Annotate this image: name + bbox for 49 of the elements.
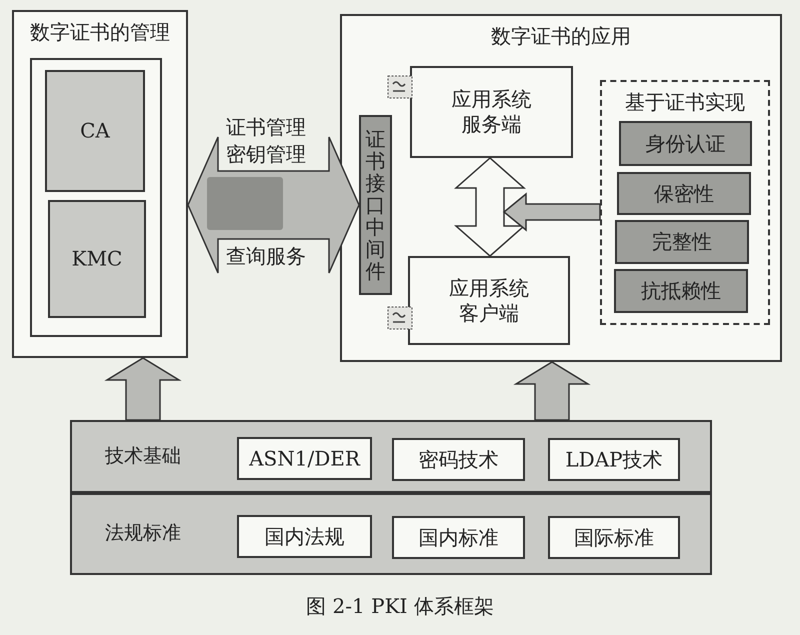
node-label: 国内标准 [418, 525, 498, 550]
group-title: 数字证书的应用 [490, 24, 632, 49]
group-box [12, 10, 188, 358]
double-block-arrow [454, 157, 526, 257]
node-label: 应用系统客户端 [449, 276, 529, 326]
node-label: 法规标准 [105, 522, 181, 546]
middleware-box [359, 115, 392, 295]
figure-caption: 图 2-1 PKI 体系框架 [305, 593, 495, 620]
block-arrow [502, 192, 601, 232]
block-arrow [513, 361, 591, 421]
process-box [619, 121, 752, 166]
group-title: 基于证书实现 [624, 90, 746, 115]
node-label: 身份认证 [646, 131, 726, 156]
process-box [408, 256, 570, 345]
node-label: LDAP技术 [565, 447, 663, 472]
group-box [600, 80, 770, 325]
arrow-label: 密钥管理 [226, 141, 306, 168]
process-box [48, 200, 146, 318]
layer-band [70, 420, 712, 493]
process-box [237, 437, 372, 480]
node-label: 国际标准 [574, 525, 654, 550]
group-box [340, 14, 782, 362]
node-label: CA [80, 118, 110, 144]
process-box [410, 66, 573, 158]
arrow-label: 查询服务 [226, 243, 306, 270]
process-box [392, 516, 525, 559]
process-box [548, 438, 680, 481]
group-title: 数字证书的管理 [29, 20, 171, 45]
process-box [392, 438, 525, 481]
node-label: 证书接口中间件 [366, 128, 386, 282]
block-arrow [104, 357, 182, 421]
arrow-label: 证书管理 [226, 114, 306, 141]
node-label: 抗抵赖性 [641, 278, 721, 304]
layer-band [70, 493, 712, 575]
node-label: 国内法规 [264, 524, 344, 549]
node-label: ASN1/DER [249, 446, 360, 471]
process-box [614, 269, 748, 313]
node-label: KMC [72, 246, 122, 272]
node-label: 技术基础 [105, 444, 181, 468]
process-box [45, 70, 145, 192]
box-shape [30, 58, 162, 337]
process-box [548, 516, 680, 559]
process-box [617, 172, 751, 215]
node-label: 密码技术 [418, 447, 498, 472]
node-label: 完整性 [652, 230, 712, 254]
node-label: 保密性 [654, 181, 714, 206]
node-label: 应用系统服务端 [452, 87, 532, 137]
process-box [615, 220, 749, 264]
process-box [237, 515, 372, 558]
